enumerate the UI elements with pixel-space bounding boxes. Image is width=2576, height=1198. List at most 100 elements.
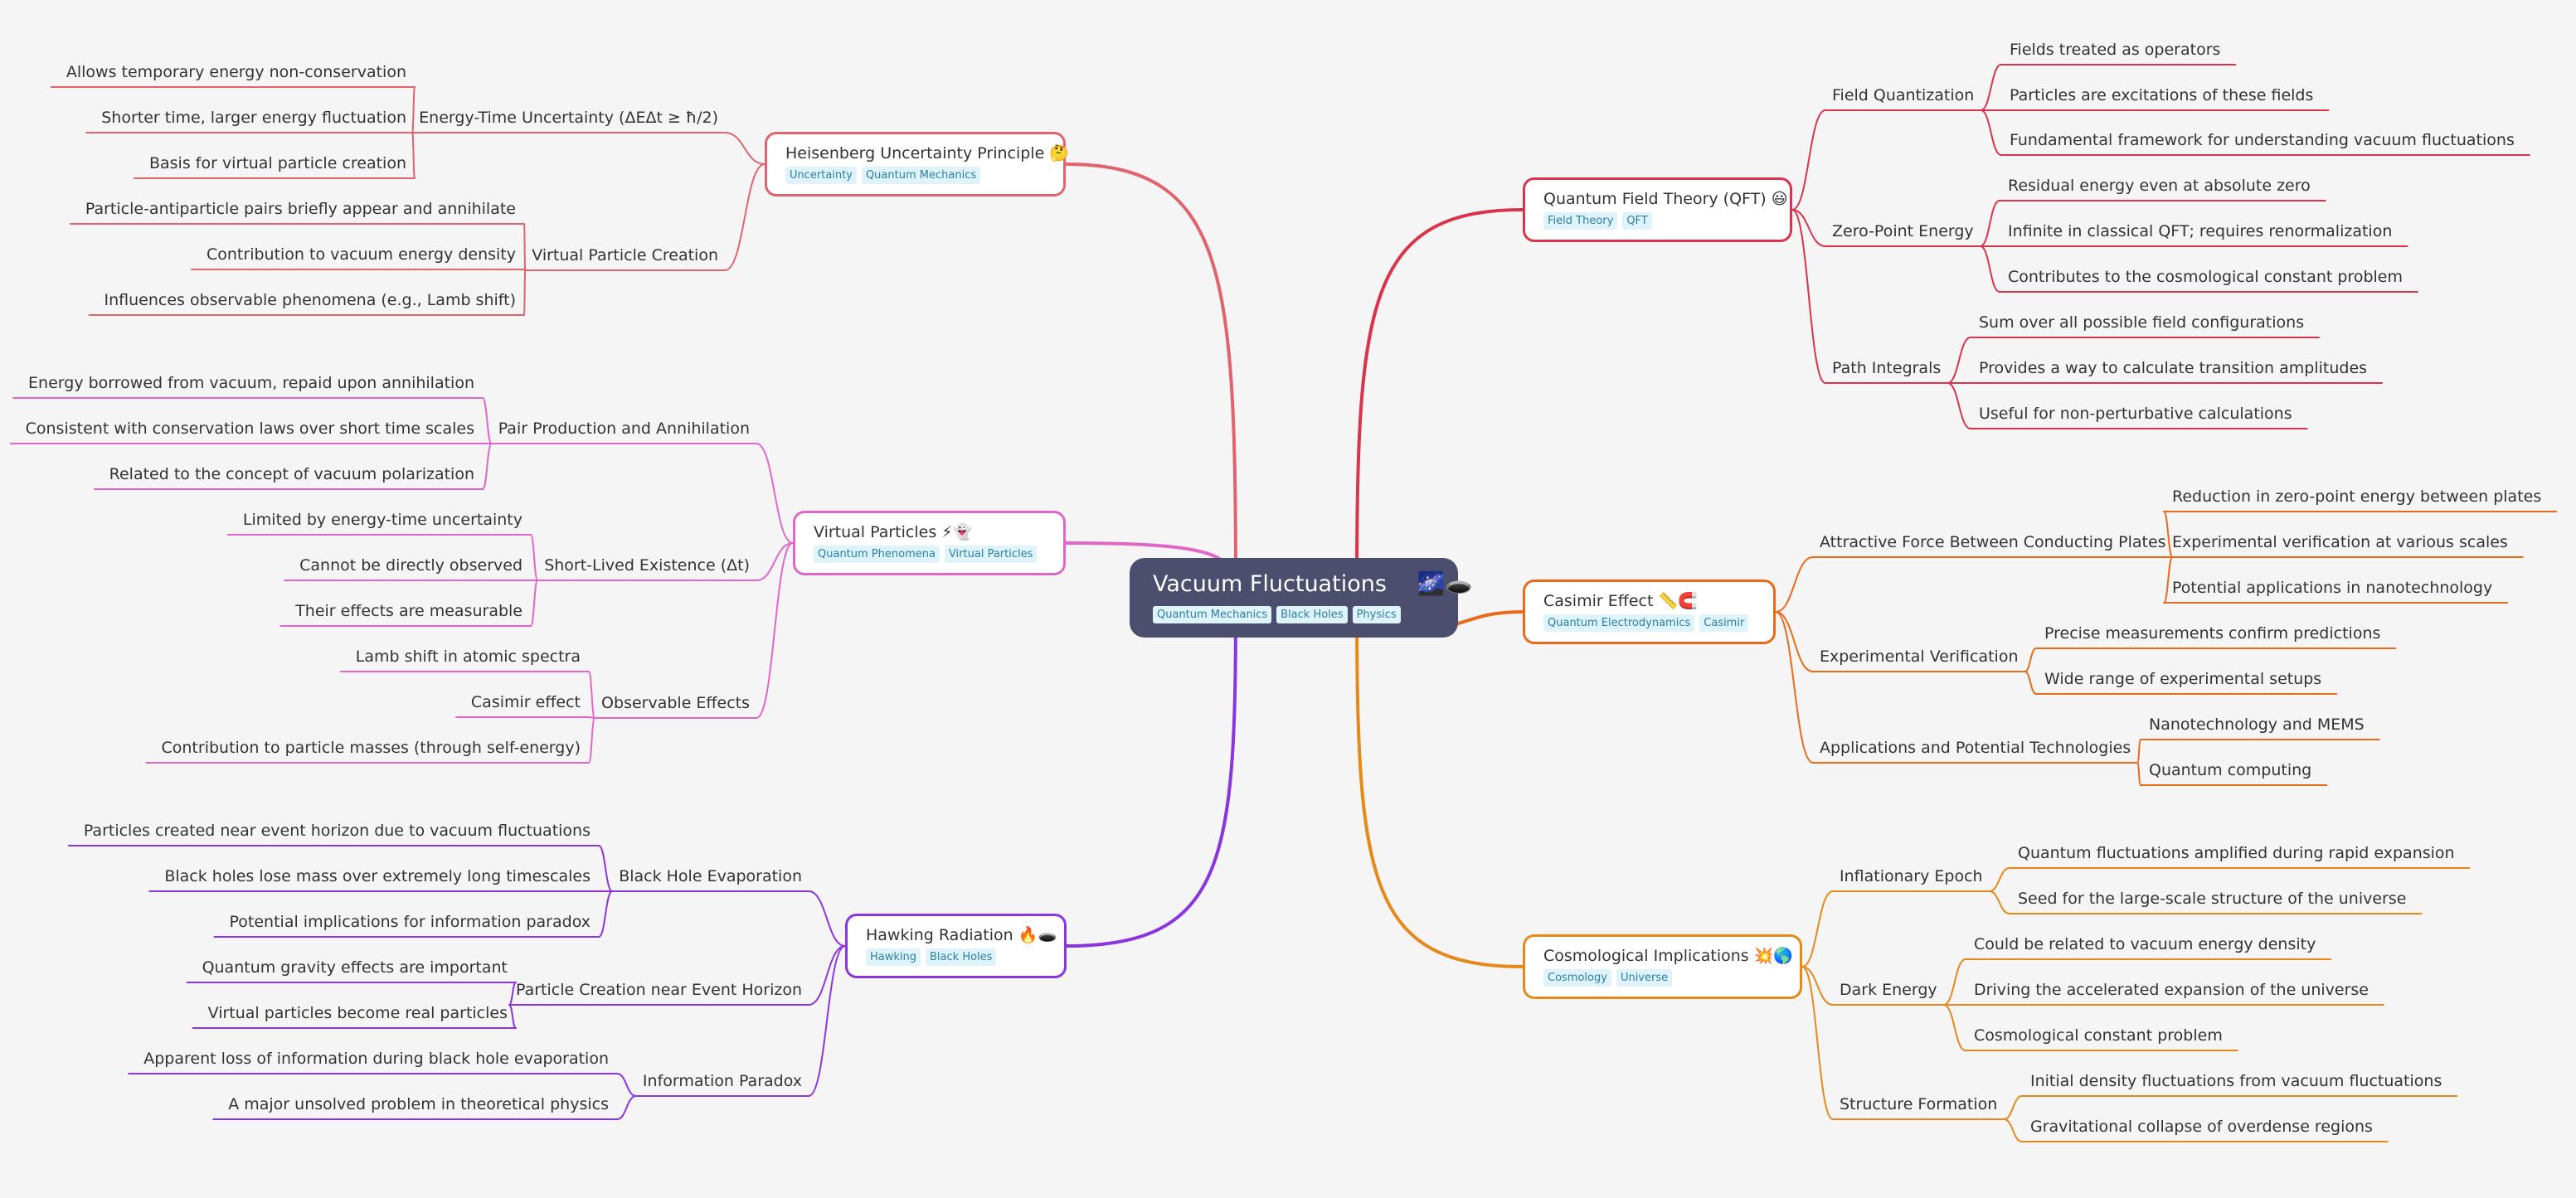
subtopic-virtual[interactable]: Pair Production and Annihilation bbox=[498, 420, 750, 438]
branch-tag: Universe bbox=[1616, 969, 1673, 987]
leaf-cosmo[interactable]: Quantum fluctuations amplified during ra… bbox=[2018, 844, 2455, 862]
leaf-heisenberg[interactable]: Shorter time, larger energy fluctuation bbox=[101, 109, 406, 127]
leaf-virtual[interactable]: Energy borrowed from vacuum, repaid upon… bbox=[28, 374, 474, 392]
leaf-casimir[interactable]: Reduction in zero-point energy between p… bbox=[2172, 487, 2542, 506]
leaf-heisenberg[interactable]: Basis for virtual particle creation bbox=[148, 154, 406, 172]
leaf-qft[interactable]: Provides a way to calculate transition a… bbox=[1979, 359, 2368, 377]
root-node[interactable]: Vacuum Fluctuations 🌌🕳️ Quantum Mechanic… bbox=[1130, 558, 1473, 638]
branch-node-heisenberg[interactable]: Heisenberg Uncertainty Principle 🤔 Uncert… bbox=[765, 132, 1069, 196]
subtopic-casimir[interactable]: Attractive Force Between Conducting Plat… bbox=[1820, 533, 2166, 551]
leaf-cosmo[interactable]: Cosmological constant problem bbox=[1974, 1026, 2223, 1045]
leaf-heisenberg[interactable]: Contribution to vacuum energy density bbox=[207, 245, 516, 264]
leaf-connector bbox=[2163, 511, 2174, 558]
subtopic-qft[interactable]: Field Quantization bbox=[1832, 86, 1975, 104]
subtopic-hawking[interactable]: Black Hole Evaporation bbox=[619, 867, 802, 885]
leaf-virtual[interactable]: Related to the concept of vacuum polariz… bbox=[109, 465, 474, 483]
leaf-hawking[interactable]: Black holes lose mass over extremely lon… bbox=[164, 867, 591, 885]
root-title-text: Vacuum Fluctuations bbox=[1153, 571, 1387, 597]
leaf-heisenberg[interactable]: Allows temporary energy non-conservation bbox=[66, 63, 406, 81]
branch-connector bbox=[808, 945, 846, 1097]
subtopic-hawking[interactable]: Information Paradox bbox=[642, 1072, 802, 1090]
leaf-casimir[interactable]: Quantum computing bbox=[2149, 761, 2312, 779]
leaf-connector bbox=[1979, 245, 2000, 293]
leaf-virtual[interactable]: Casimir effect bbox=[470, 693, 581, 711]
leaf-hawking[interactable]: Virtual particles become real particles bbox=[207, 1004, 508, 1022]
branch-tag: Hawking bbox=[866, 948, 921, 966]
subtopic-heisenberg[interactable]: Energy-Time Uncertainty (ΔEΔt ≥ ħ/2) bbox=[419, 109, 718, 127]
branch-tag: Cosmology bbox=[1543, 969, 1611, 987]
leaf-connector bbox=[588, 717, 596, 764]
leaf-connector bbox=[598, 890, 614, 938]
leaf-connector bbox=[2163, 556, 2174, 604]
leaf-qft[interactable]: Fields treated as operators bbox=[2010, 41, 2221, 59]
subtopic-casimir[interactable]: Applications and Potential Technologies bbox=[1820, 739, 2131, 757]
leaf-casimir[interactable]: Wide range of experimental setups bbox=[2044, 670, 2322, 688]
leaf-connector bbox=[1988, 890, 2010, 914]
leaf-heisenberg[interactable]: Influences observable phenomena (e.g., L… bbox=[104, 291, 516, 309]
subtopic-heisenberg[interactable]: Virtual Particle Creation bbox=[532, 246, 718, 264]
leaf-casimir[interactable]: Nanotechnology and MEMS bbox=[2149, 715, 2365, 734]
leaf-connector bbox=[508, 1004, 517, 1029]
branch-node-qft[interactable]: Quantum Field Theory (QFT) 😃Field Theory… bbox=[1523, 177, 1792, 242]
branch-title: Heisenberg Uncertainty Principle 🤔 bbox=[785, 144, 1069, 162]
subtopic-hawking[interactable]: Particle Creation near Event Horizon bbox=[515, 981, 802, 999]
subtopic-virtual[interactable]: Short-Lived Existence (Δt) bbox=[544, 556, 750, 575]
leaf-cosmo[interactable]: Driving the accelerated expansion of the… bbox=[1974, 981, 2369, 999]
branch-connector bbox=[724, 163, 766, 271]
leaf-hawking[interactable]: Quantum gravity effects are important bbox=[202, 958, 508, 977]
leaf-connector bbox=[616, 1073, 637, 1097]
leaf-virtual[interactable]: Cannot be directly observed bbox=[299, 556, 522, 575]
leaf-heisenberg[interactable]: Particle-antiparticle pairs briefly appe… bbox=[85, 200, 516, 218]
leaf-qft[interactable]: Particles are excitations of these field… bbox=[2010, 86, 2314, 104]
leaf-qft[interactable]: Residual energy even at absolute zero bbox=[2008, 177, 2311, 195]
branch-connector bbox=[1775, 611, 1814, 764]
leaf-connector bbox=[530, 534, 539, 581]
leaf-qft[interactable]: Fundamental framework for understanding … bbox=[2010, 131, 2515, 149]
leaf-cosmo[interactable]: Seed for the large-scale structure of th… bbox=[2018, 890, 2407, 908]
subtopic-cosmo[interactable]: Structure Formation bbox=[1840, 1095, 1998, 1113]
leaf-qft[interactable]: Useful for non-perturbative calculations bbox=[1979, 405, 2292, 423]
root-connector bbox=[1064, 162, 1237, 599]
leaf-qft[interactable]: Infinite in classical QFT; requires reno… bbox=[2008, 222, 2393, 240]
leaf-virtual[interactable]: Contribution to particle masses (through… bbox=[161, 739, 581, 757]
subtopic-qft[interactable]: Zero-Point Energy bbox=[1832, 222, 1974, 240]
leaf-casimir[interactable]: Potential applications in nanotechnology bbox=[2172, 579, 2493, 597]
branch-connector bbox=[1801, 966, 1834, 1006]
subtopic-virtual[interactable]: Observable Effects bbox=[601, 694, 750, 712]
leaf-qft[interactable]: Sum over all possible field configuratio… bbox=[1979, 313, 2305, 332]
leaf-connector bbox=[2024, 671, 2037, 695]
branch-connector bbox=[1775, 556, 1814, 613]
leaf-casimir[interactable]: Precise measurements confirm predictions bbox=[2044, 624, 2381, 643]
leaf-qft[interactable]: Contributes to the cosmological constant… bbox=[2008, 268, 2403, 286]
branch-tags: Cosmology Universe bbox=[1543, 969, 1781, 987]
leaf-cosmo[interactable]: Could be related to vacuum energy densit… bbox=[1974, 935, 2316, 953]
leaf-hawking[interactable]: A major unsolved problem in theoretical … bbox=[228, 1095, 609, 1113]
leaf-cosmo[interactable]: Gravitational collapse of overdense regi… bbox=[2030, 1118, 2373, 1136]
branch-connector bbox=[1791, 209, 1826, 247]
root-connector bbox=[1355, 595, 1524, 968]
subtopic-cosmo[interactable]: Dark Energy bbox=[1840, 981, 1937, 999]
subtopic-casimir[interactable]: Experimental Verification bbox=[1820, 648, 2019, 666]
leaf-virtual[interactable]: Consistent with conservation laws over s… bbox=[25, 420, 474, 438]
leaf-virtual[interactable]: Limited by energy-time uncertainty bbox=[242, 511, 522, 529]
leaf-virtual[interactable]: Their effects are measurable bbox=[295, 602, 522, 620]
branch-connector bbox=[1801, 890, 1834, 968]
branch-tag: Quantum Electrodynamics bbox=[1543, 614, 1695, 632]
leaf-casimir[interactable]: Experimental verification at various sca… bbox=[2172, 533, 2508, 551]
leaf-hawking[interactable]: Particles created near event horizon due… bbox=[83, 822, 591, 840]
leaf-connector bbox=[1980, 64, 2002, 111]
leaf-cosmo[interactable]: Initial density fluctuations from vacuum… bbox=[2030, 1072, 2442, 1090]
subtopic-cosmo[interactable]: Inflationary Epoch bbox=[1840, 867, 1983, 885]
leaf-hawking[interactable]: Potential implications for information p… bbox=[229, 913, 591, 931]
leaf-virtual[interactable]: Lamb shift in atomic spectra bbox=[355, 648, 581, 666]
subtopic-qft[interactable]: Path Integrals bbox=[1832, 359, 1942, 377]
root-connector bbox=[1355, 208, 1524, 599]
leaf-hawking[interactable]: Apparent loss of information during blac… bbox=[143, 1050, 609, 1068]
branch-node-casimir[interactable]: Casimir Effect 📏🧲Quantum Electrodynamics… bbox=[1523, 580, 1776, 644]
branch-connector bbox=[1801, 966, 1834, 1120]
